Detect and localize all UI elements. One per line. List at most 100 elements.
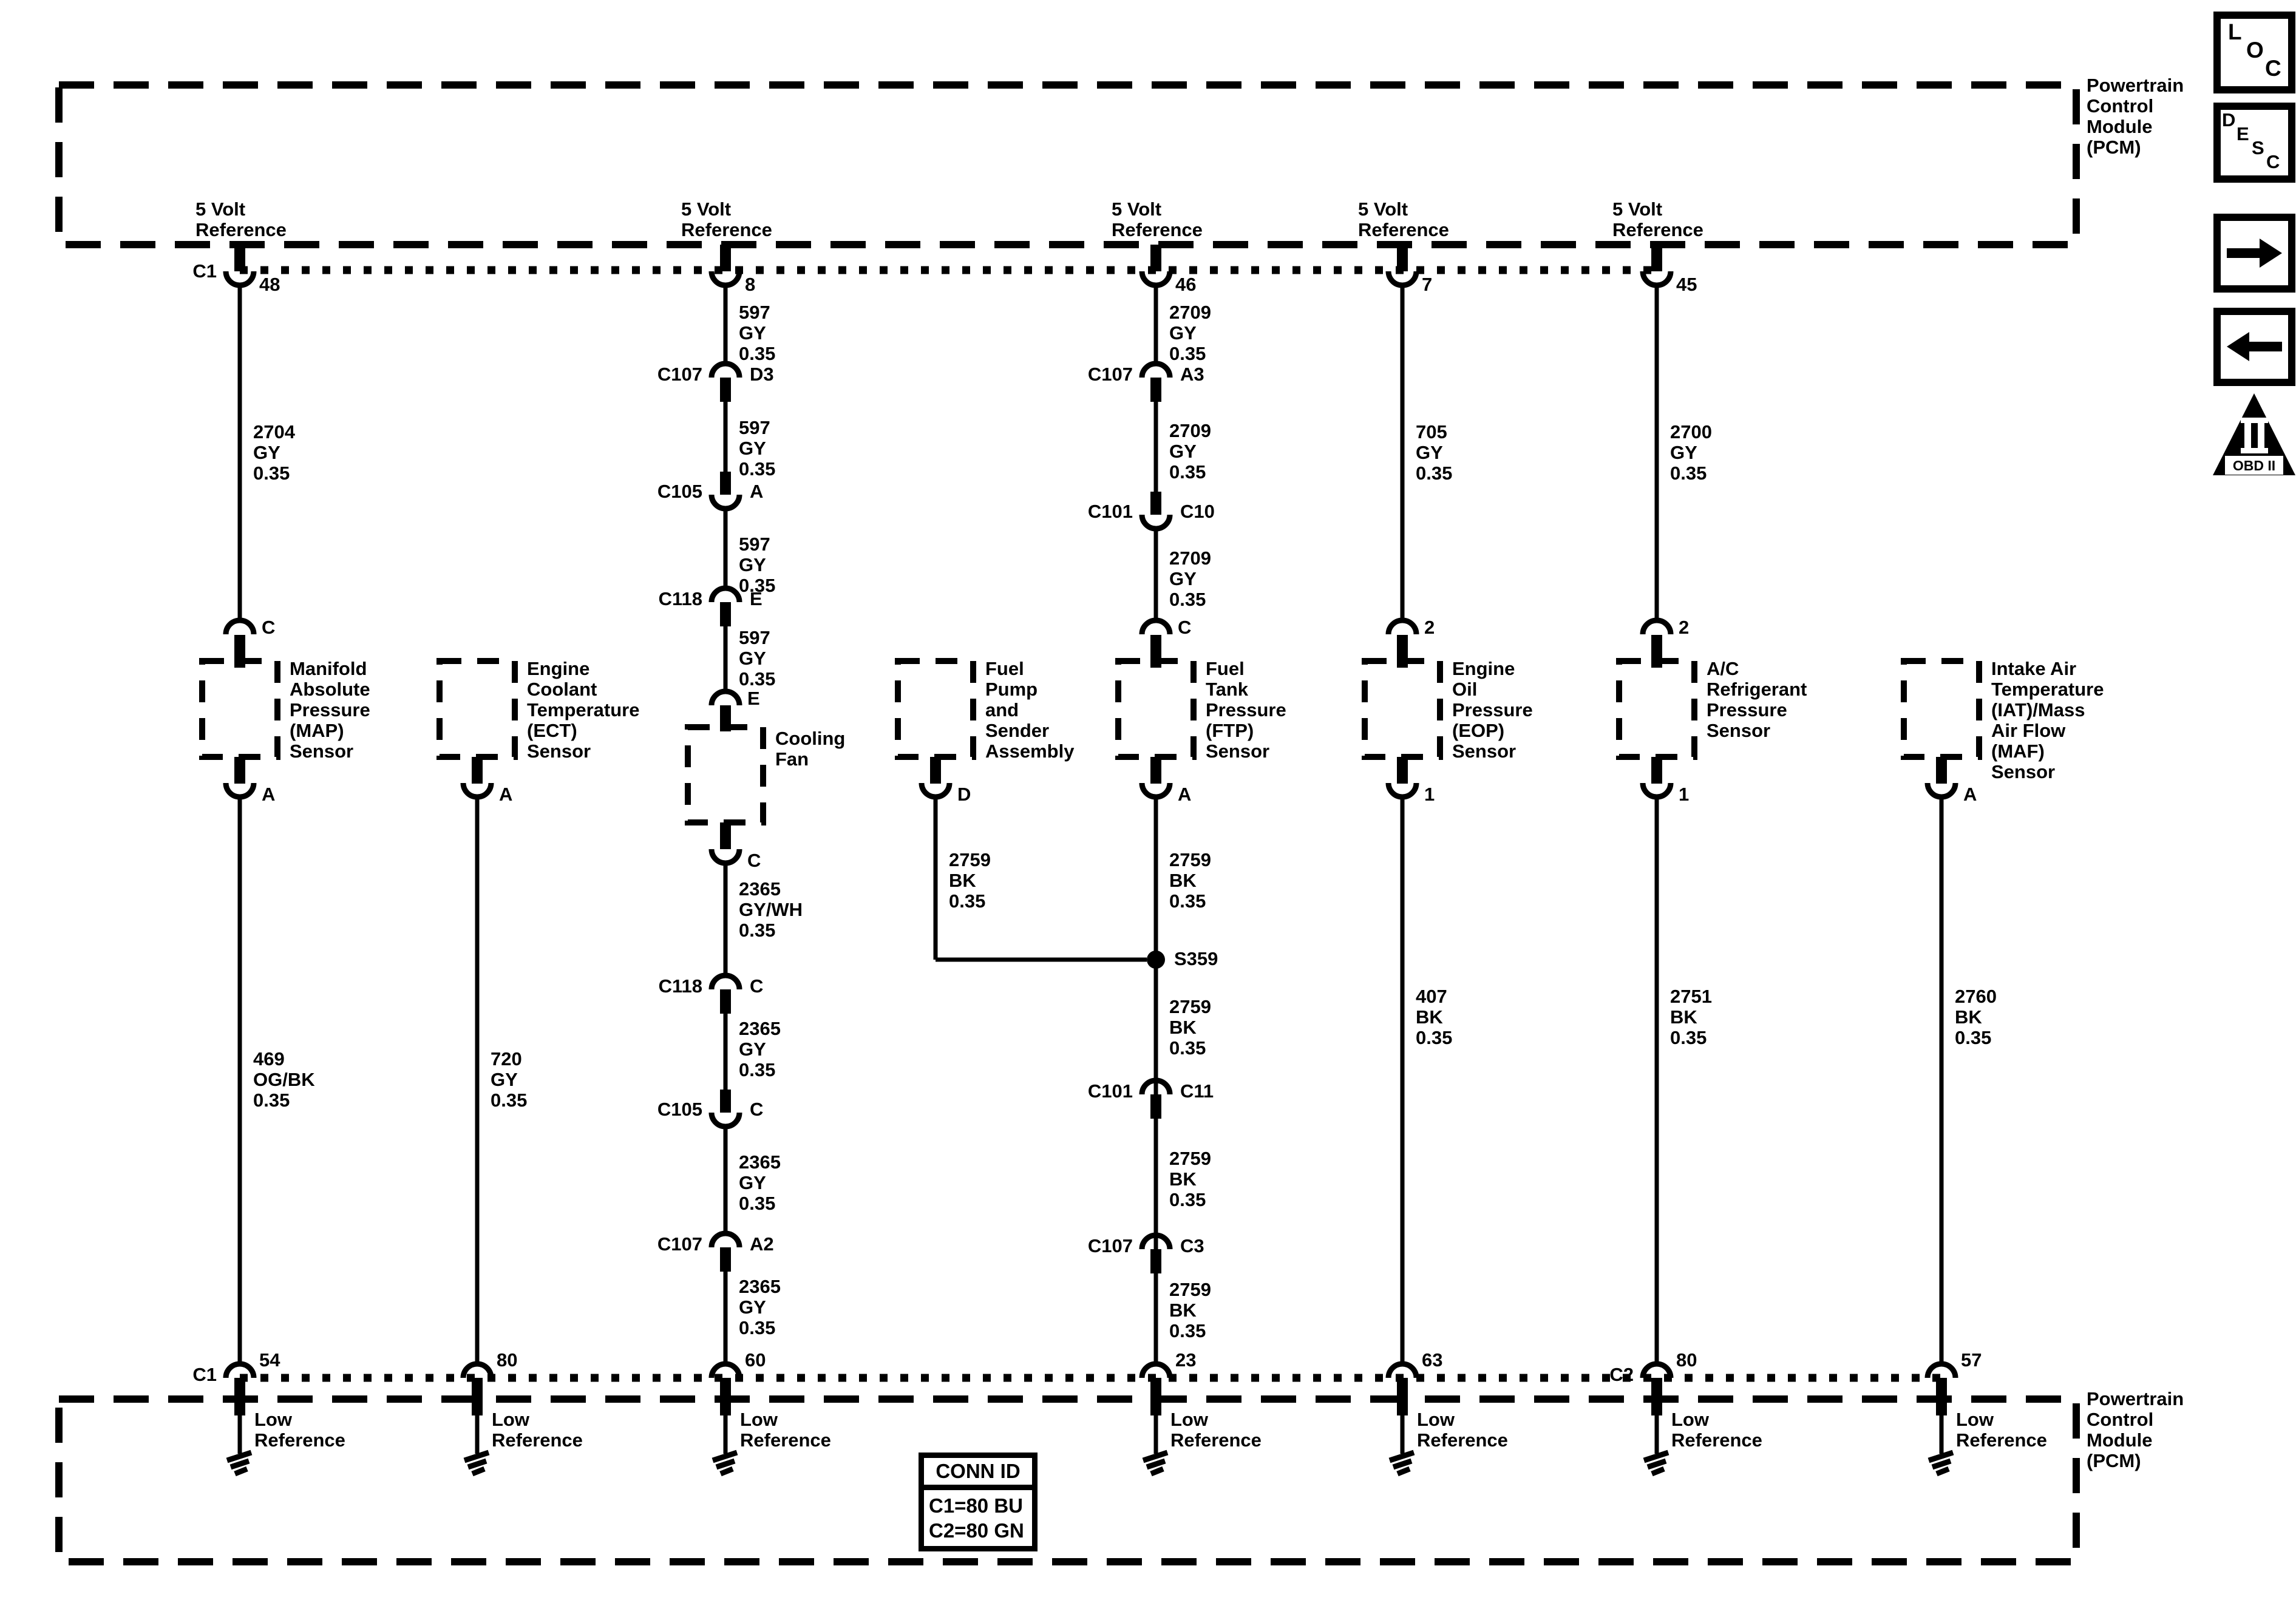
connector-c118-e-cavity: E: [750, 588, 763, 609]
top-pin-map: 48: [259, 274, 280, 295]
loc-icon-letter-l: L: [2228, 19, 2242, 44]
wire-label-eop-low: 407 BK 0.35: [1416, 986, 1453, 1048]
connector-c107-a3-name: C107: [1087, 364, 1133, 385]
map-ground-icon: [227, 1453, 251, 1474]
ect-ground-icon: [464, 1453, 489, 1474]
right-arrow-icon: [2227, 239, 2282, 268]
ac-sensor-box: [1616, 658, 1697, 760]
low-ref-label-fan: Low Reference: [740, 1409, 831, 1451]
wire-label-ac-low: 2751 BK 0.35: [1670, 986, 1712, 1048]
connector-c107-c3-cavity: C3: [1180, 1235, 1204, 1256]
low-ref-label-ac: Low Reference: [1671, 1409, 1762, 1451]
connector-c107-d3-cavity: D3: [750, 364, 774, 385]
connector-c118-c-cavity: C: [750, 975, 764, 997]
pump-sensor-label: Fuel Pump and Sender Assembly: [985, 658, 1075, 762]
conn-id-row-c1: C1=80 BU: [929, 1494, 1023, 1517]
ect-sensor-label: Engine Coolant Temperature (ECT) Sensor: [527, 658, 640, 762]
ftp-sensor-box: [1115, 658, 1197, 760]
map-sensor-box: [199, 658, 280, 760]
left-arrow-icon: [2227, 332, 2282, 361]
wire-label-ac-ref: 2700 GY 0.35: [1670, 421, 1712, 484]
splice-s359-dot: [1147, 951, 1165, 969]
ect-sensor-box: [436, 658, 518, 760]
cooling-fan-box: [685, 724, 766, 825]
wire-label-pump-low: 2759 BK 0.35: [949, 849, 991, 912]
wire-label-fan-ref-4: 597 GY 0.35: [739, 627, 776, 690]
connector-c101-c11-cavity: C11: [1180, 1080, 1214, 1102]
bottom-pin-eop: 63: [1422, 1349, 1443, 1371]
ftp-bottom-pin-letter: A: [1178, 784, 1192, 805]
top-pin-conn-map: C1: [192, 260, 217, 282]
pcm-top-box: [55, 81, 2080, 248]
bottom-pin-maf: 57: [1961, 1349, 1982, 1371]
five-volt-label-ftp: 5 Volt Reference: [1112, 198, 1203, 240]
eop-bottom-pin-letter: 1: [1424, 784, 1435, 805]
ftp-ground-icon: [1143, 1453, 1167, 1474]
bottom-pin-conn-ac: C2: [1609, 1364, 1634, 1385]
wire-label-ect-low: 720 GY 0.35: [491, 1048, 528, 1111]
maf-ground-icon: [1929, 1453, 1953, 1474]
wire-label-ftp-ref-2: 2709 GY 0.35: [1169, 420, 1211, 483]
fan-top-pin-letter: E: [747, 688, 760, 709]
wire-label-fan-low-3: 2365 GY 0.35: [739, 1151, 781, 1214]
fan-bottom-pin-letter: C: [747, 850, 761, 871]
connector-c101-c11-name: C101: [1087, 1080, 1133, 1102]
connector-c107-a2-name: C107: [657, 1233, 702, 1255]
connector-c107-a3-cavity: A3: [1180, 364, 1204, 385]
connector-c105-c-name: C105: [657, 1099, 702, 1120]
bottom-pin-ftp: 23: [1175, 1349, 1197, 1371]
pcm-bottom-label: Powertrain Control Module (PCM): [2087, 1388, 2184, 1471]
fuel-pump-box: [895, 658, 976, 760]
loc-icon[interactable]: [2213, 12, 2295, 93]
bottom-pin-map: 54: [259, 1349, 280, 1371]
ect-bottom-pin-letter: A: [499, 784, 513, 805]
top-pin-eop: 7: [1422, 274, 1433, 295]
five-volt-label-fan: 5 Volt Reference: [681, 198, 772, 240]
wire-label-fan-ref-3: 597 GY 0.35: [739, 534, 776, 596]
connector-c105-a-name: C105: [657, 481, 702, 502]
wire-label-ftp-low-2: 2759 BK 0.35: [1169, 996, 1211, 1059]
bottom-pin-ac: 80: [1676, 1349, 1697, 1371]
pump-bottom-pin-letter: D: [957, 784, 971, 805]
connector-c101-c10-cavity: C10: [1180, 501, 1215, 522]
wire-label-fan-low-2: 2365 GY 0.35: [739, 1018, 781, 1080]
conn-id-title: CONN ID: [924, 1458, 1032, 1490]
desc-icon-letter-e: E: [2237, 123, 2249, 144]
pcm-top-label: Powertrain Control Module (PCM): [2087, 75, 2184, 158]
wire-label-maf-low: 2760 BK 0.35: [1955, 986, 1997, 1048]
wire-label-ftp-ref-1: 2709 GY 0.35: [1169, 302, 1211, 364]
wire-label-fan-ref-1: 597 GY 0.35: [739, 302, 776, 364]
fan-ground-icon: [713, 1453, 737, 1474]
ac-top-pin-letter: 2: [1679, 617, 1690, 638]
loc-icon-letter-o: O: [2246, 38, 2264, 63]
connector-c101-c10-name: C101: [1087, 501, 1133, 522]
maf-bottom-pin-letter: A: [1963, 784, 1977, 805]
pump-wires: [933, 797, 1147, 962]
map-sensor-label: Manifold Absolute Pressure (MAP) Sensor: [290, 658, 370, 762]
conn-id-row-c2: C2=80 GN: [929, 1519, 1024, 1542]
low-ref-label-ftp: Low Reference: [1170, 1409, 1262, 1451]
conn-id-table: CONN ID C1=80 BU C2=80 GN: [919, 1453, 1038, 1551]
wire-label-ftp-low-1: 2759 BK 0.35: [1169, 849, 1211, 912]
five-volt-label-map: 5 Volt Reference: [195, 198, 287, 240]
low-ref-label-map: Low Reference: [254, 1409, 345, 1451]
maf-sensor-label: Intake Air Temperature (IAT)/Mass Air Fl…: [1991, 658, 2104, 782]
eop-ground-icon: [1390, 1453, 1414, 1474]
connector-c107-a2-cavity: A2: [750, 1233, 774, 1255]
desc-icon[interactable]: [2213, 103, 2295, 183]
wire-label-eop-ref: 705 GY 0.35: [1416, 421, 1453, 484]
eop-top-pin-letter: 2: [1424, 617, 1435, 638]
bottom-pin-conn-map: C1: [192, 1364, 217, 1385]
connector-c107-d3-name: C107: [657, 364, 702, 385]
ftp-sensor-label: Fuel Tank Pressure (FTP) Sensor: [1206, 658, 1286, 762]
five-volt-label-ac: 5 Volt Reference: [1612, 198, 1703, 240]
connector-c118-e-name: C118: [658, 588, 702, 609]
connector-c105-c-cavity: C: [750, 1099, 764, 1120]
top-pin-fan: 8: [745, 274, 756, 295]
desc-icon-letter-s: S: [2252, 137, 2264, 158]
ac-ground-icon: [1644, 1453, 1668, 1474]
five-volt-label-eop: 5 Volt Reference: [1358, 198, 1449, 240]
wire-label-fan-ref-2: 597 GY 0.35: [739, 417, 776, 480]
connector-c118-c-name: C118: [658, 975, 702, 997]
map-bottom-pin-letter: A: [262, 784, 276, 805]
